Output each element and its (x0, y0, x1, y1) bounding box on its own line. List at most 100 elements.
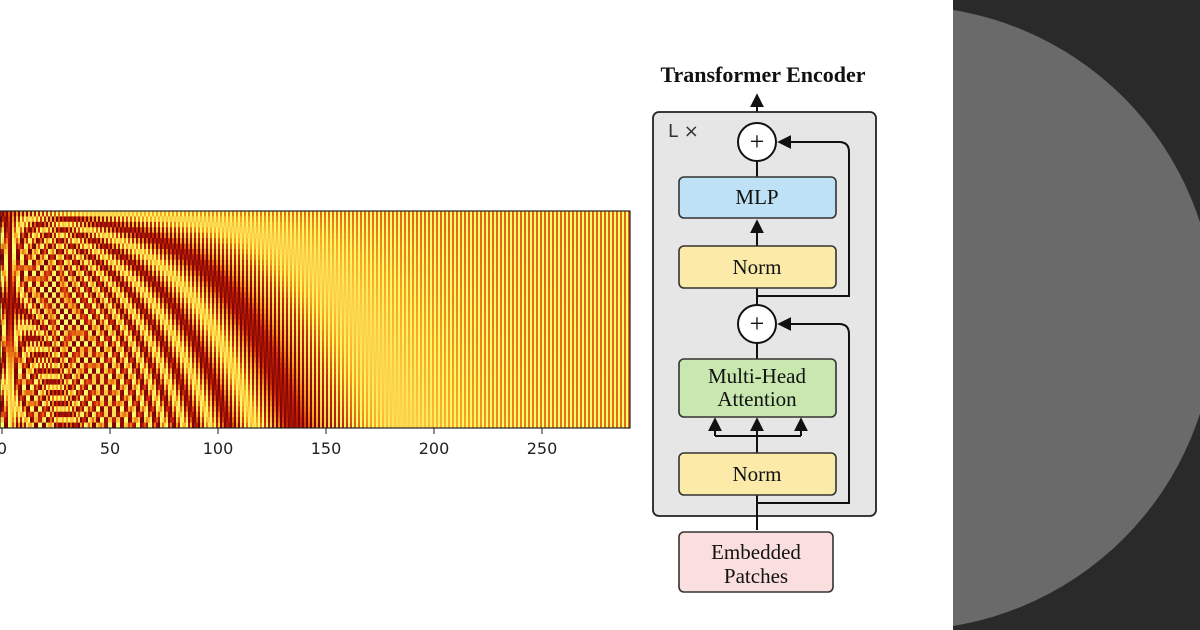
heatmap-cell (276, 270, 279, 277)
heatmap-cell (430, 270, 433, 277)
heatmap-cell (270, 243, 273, 250)
heatmap-cell (346, 248, 349, 255)
heatmap-cell (68, 238, 71, 245)
heatmap-cell (480, 216, 483, 223)
heatmap-cell (446, 243, 449, 250)
heatmap-cell (544, 227, 547, 234)
heatmap-cell (496, 270, 499, 277)
heatmap-cell (462, 270, 465, 277)
heatmap-cell (448, 270, 451, 277)
heatmap-cell (402, 227, 405, 234)
heatmap-cell (510, 243, 513, 250)
heatmap-cell (268, 216, 271, 223)
heatmap-cell (72, 276, 75, 283)
heatmap-cell (388, 238, 391, 245)
heatmap-cell (446, 248, 449, 255)
heatmap-cell (324, 259, 327, 266)
heatmap-cell (202, 254, 205, 261)
heatmap-cell (464, 211, 467, 218)
heatmap-cell (604, 216, 607, 223)
heatmap-cell (22, 216, 25, 223)
heatmap-cell (520, 227, 523, 234)
heatmap-cell (194, 216, 197, 223)
heatmap-cell (362, 243, 365, 250)
heatmap-cell (260, 243, 263, 250)
heatmap-cell (286, 216, 289, 223)
heatmap-cell (470, 232, 473, 239)
heatmap-cell (410, 243, 413, 250)
heatmap-cell (604, 265, 607, 272)
heatmap-cell (418, 216, 421, 223)
heatmap-cell (614, 248, 617, 255)
heatmap-cell (312, 254, 315, 261)
heatmap-cell (434, 216, 437, 223)
heatmap-cell (268, 221, 271, 228)
heatmap-cell (302, 259, 305, 266)
heatmap-cell (470, 216, 473, 223)
heatmap-cell (576, 243, 579, 250)
heatmap-cell (192, 243, 195, 250)
heatmap-cell (430, 232, 433, 239)
heatmap-cell (148, 276, 151, 283)
heatmap-cell (576, 227, 579, 234)
heatmap-cell (144, 238, 147, 245)
heatmap-cell (272, 254, 275, 261)
heatmap-cell (256, 232, 259, 239)
heatmap-cell (488, 259, 491, 266)
heatmap-cell (180, 259, 183, 266)
heatmap-cell (42, 248, 45, 255)
heatmap-cell (628, 265, 630, 272)
heatmap-cell (96, 232, 99, 239)
heatmap-cell (272, 227, 275, 234)
heatmap-cell (106, 221, 109, 228)
heatmap-cell (456, 243, 459, 250)
heatmap-cell (148, 227, 151, 234)
heatmap-cell (412, 238, 415, 245)
heatmap-cell (440, 216, 443, 223)
heatmap-cell (166, 248, 169, 255)
heatmap-cell (190, 265, 193, 272)
heatmap-cell (288, 254, 291, 261)
heatmap-cell (256, 221, 259, 228)
heatmap-cell (470, 265, 473, 272)
heatmap-cell (308, 243, 311, 250)
heatmap-cell (614, 270, 617, 277)
heatmap-cell (350, 259, 353, 266)
heatmap-cell (138, 211, 141, 218)
heatmap-cell (218, 248, 221, 255)
heatmap-cell (540, 221, 543, 228)
heatmap-cell (238, 221, 241, 228)
heatmap-cell (372, 276, 375, 283)
heatmap-cell (392, 238, 395, 245)
heatmap-cell (628, 259, 630, 266)
heatmap-cell (426, 248, 429, 255)
heatmap-cell (30, 211, 33, 218)
heatmap-cell (594, 265, 597, 272)
heatmap-cell (270, 276, 273, 283)
heatmap-cell (96, 254, 99, 261)
heatmap-cell (0, 232, 3, 239)
heatmap-cell (14, 238, 17, 245)
heatmap-cell (70, 259, 73, 266)
heatmap-cell (108, 248, 111, 255)
heatmap-cell (614, 221, 617, 228)
heatmap-cell (442, 227, 445, 234)
heatmap-cell (274, 238, 277, 245)
heatmap-cell (246, 243, 249, 250)
heatmap-cell (612, 270, 615, 277)
heatmap-cell (488, 216, 491, 223)
heatmap-cell (468, 248, 471, 255)
heatmap-cell (622, 211, 625, 218)
heatmap-cell (34, 259, 37, 266)
heatmap-cell (596, 259, 599, 266)
heatmap-cell (588, 211, 591, 218)
heatmap-cell (594, 259, 597, 266)
heatmap-cell (368, 265, 371, 272)
heatmap-cell (564, 211, 567, 218)
heatmap-cell (582, 248, 585, 255)
heatmap-cell (114, 248, 117, 255)
heatmap-cell (182, 259, 185, 266)
heatmap-cell (6, 254, 9, 261)
heatmap-cell (412, 265, 415, 272)
heatmap-cell (80, 254, 83, 261)
